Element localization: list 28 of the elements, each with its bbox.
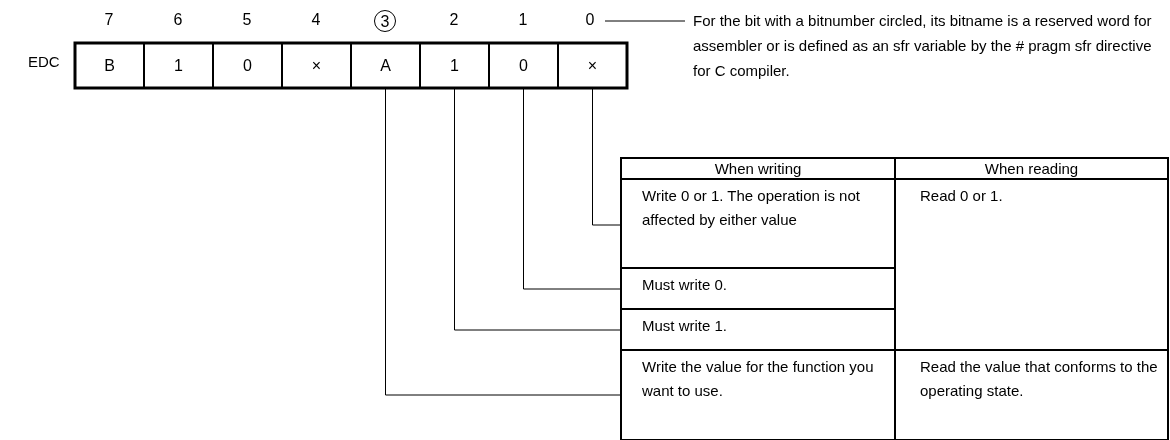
table-cell: Read 0 or 1. <box>895 179 1168 350</box>
register-cell: × <box>282 43 351 88</box>
bit-number: 0 <box>575 10 605 32</box>
table-cell: Write 0 or 1. The operation is not affected by either value <box>621 179 895 268</box>
note-text: For the bit with a bitnumber circled, its bitname is a reserved word for assembler or is defined as an sfr variable by the # pragm sfr directive for C compiler. <box>693 8 1163 108</box>
register-name: EDC <box>28 53 61 72</box>
table-cell: Read the value that conforms to the operating state. <box>895 350 1168 440</box>
connector-line <box>385 87 622 396</box>
column-header: When reading <box>895 158 1168 180</box>
table-cell: Write the value for the function you want to use. <box>621 350 895 440</box>
connector-line <box>454 87 622 331</box>
table-cell: Must write 0. <box>621 268 895 309</box>
leader-line <box>604 20 686 22</box>
register-cell: 1 <box>144 43 213 88</box>
connector-line <box>523 87 622 290</box>
register-cell: A <box>351 43 420 88</box>
bit-number: 6 <box>172 10 184 30</box>
connector-line <box>592 87 622 226</box>
column-header: When writing <box>621 158 895 180</box>
register-cell: 0 <box>213 43 282 88</box>
table-cell: Must write 1. <box>621 309 895 350</box>
bit-number: 2 <box>448 10 460 30</box>
register-cell: 0 <box>489 43 558 88</box>
bit-number: 7 <box>103 10 115 30</box>
bit-number: 1 <box>517 10 529 30</box>
bit-number: 4 <box>310 10 322 30</box>
bit-number: 5 <box>241 10 253 30</box>
register-cell: 1 <box>420 43 489 88</box>
